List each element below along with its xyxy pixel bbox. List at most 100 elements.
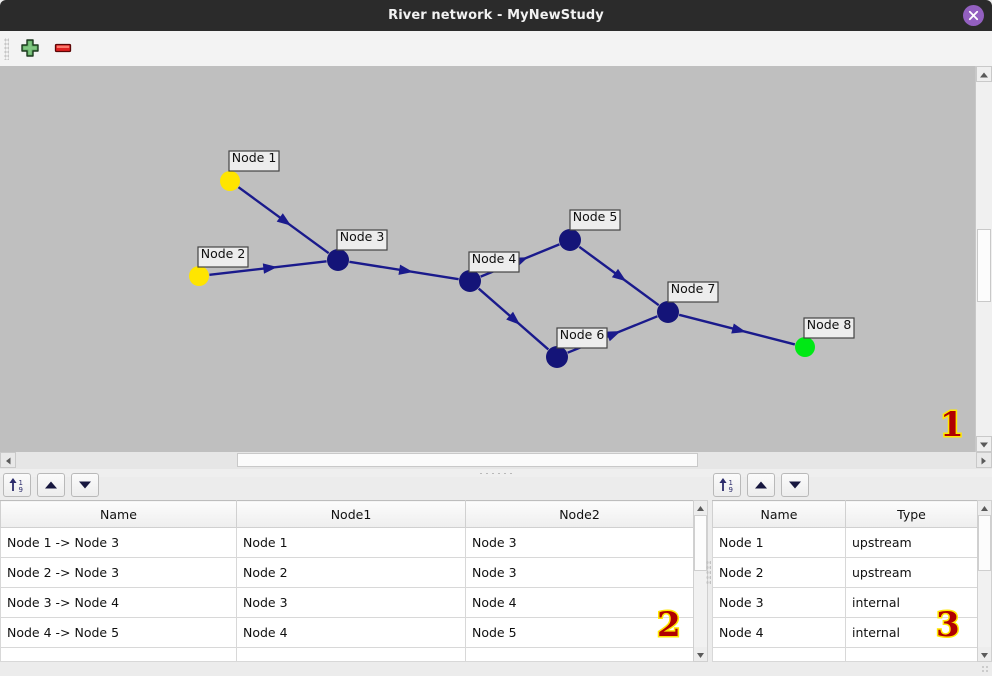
reaches-move-up-button[interactable] bbox=[37, 473, 65, 497]
reaches-sort-button[interactable]: 1 9 bbox=[3, 473, 31, 497]
graph-node-node-1[interactable] bbox=[220, 171, 240, 191]
canvas-horizontal-scrollbar[interactable] bbox=[0, 452, 992, 470]
reaches-scroll-down-icon[interactable] bbox=[694, 647, 707, 661]
column-header-node1[interactable]: Node1 bbox=[236, 500, 466, 528]
table-cell[interactable]: Node 4 bbox=[465, 587, 694, 618]
graph-node-label[interactable]: Node 4 bbox=[468, 251, 520, 273]
column-header-type[interactable]: Type bbox=[845, 500, 978, 528]
table-cell[interactable] bbox=[845, 647, 978, 662]
edge-arrowhead bbox=[398, 264, 414, 275]
graph-node-node-3[interactable] bbox=[327, 249, 349, 271]
svg-text:Node 6: Node 6 bbox=[560, 327, 605, 342]
scroll-left-icon[interactable] bbox=[0, 452, 16, 468]
table-row-partial[interactable] bbox=[0, 647, 694, 662]
table-cell[interactable] bbox=[0, 647, 237, 662]
panes-drag-handle[interactable] bbox=[706, 560, 711, 586]
nodes-scroll-down-icon[interactable] bbox=[978, 647, 991, 661]
reaches-toolbar: 1 9 bbox=[0, 470, 710, 500]
svg-text:Node 1: Node 1 bbox=[232, 150, 277, 165]
table-cell[interactable]: Node 2 bbox=[712, 557, 846, 588]
graph-node-label[interactable]: Node 8 bbox=[803, 317, 855, 339]
graph-node-node-7[interactable] bbox=[657, 301, 679, 323]
edge-arrowhead bbox=[731, 323, 747, 334]
table-cell[interactable]: Node 5 bbox=[465, 617, 694, 648]
window-footer bbox=[0, 662, 992, 676]
graph-node-label[interactable]: Node 3 bbox=[336, 229, 388, 251]
table-cell[interactable]: upstream bbox=[845, 557, 978, 588]
nodes-move-up-button[interactable] bbox=[747, 473, 775, 497]
column-header-name[interactable]: Name bbox=[712, 500, 846, 528]
table-cell[interactable]: Node 1 bbox=[236, 527, 466, 558]
table-cell[interactable] bbox=[712, 647, 846, 662]
toolbar-drag-handle[interactable] bbox=[4, 38, 9, 60]
table-cell[interactable] bbox=[465, 647, 694, 662]
scroll-up-icon[interactable] bbox=[976, 66, 992, 82]
graph-node-node-5[interactable] bbox=[559, 229, 581, 251]
table-cell[interactable]: Node 3 bbox=[465, 527, 694, 558]
table-cell[interactable]: Node 3 bbox=[236, 587, 466, 618]
graph-node-label[interactable]: Node 7 bbox=[667, 281, 719, 303]
table-cell[interactable]: Node 4 bbox=[236, 617, 466, 648]
table-cell[interactable]: Node 3 -> Node 4 bbox=[0, 587, 237, 618]
reaches-scroll-up-icon[interactable] bbox=[694, 501, 707, 515]
reaches-move-down-button[interactable] bbox=[71, 473, 99, 497]
table-cell[interactable]: internal bbox=[845, 587, 978, 618]
table-cell[interactable]: Node 4 -> Node 5 bbox=[0, 617, 237, 648]
graph-node-node-4[interactable] bbox=[459, 270, 481, 292]
scroll-down-icon[interactable] bbox=[976, 436, 992, 452]
nodes-move-down-button[interactable] bbox=[781, 473, 809, 497]
scroll-right-icon[interactable] bbox=[976, 452, 992, 468]
river-network-canvas[interactable]: Node 1 Node 2 Node 3 Node 4 Node 5 Node 6 Node… bbox=[0, 66, 992, 453]
table-cell[interactable] bbox=[236, 647, 466, 662]
close-icon[interactable] bbox=[963, 5, 984, 26]
table-row-partial[interactable] bbox=[712, 647, 978, 662]
graph-node-label[interactable]: Node 5 bbox=[569, 209, 621, 231]
table-cell[interactable]: upstream bbox=[845, 527, 978, 558]
graph-node-label[interactable]: Node 1 bbox=[228, 150, 280, 172]
column-header-name[interactable]: Name bbox=[0, 500, 237, 528]
svg-text:1: 1 bbox=[19, 479, 23, 487]
nodes-table-scrollbar[interactable] bbox=[977, 500, 992, 662]
delete-icon[interactable] bbox=[52, 37, 74, 59]
graph-node-node-2[interactable] bbox=[189, 266, 209, 286]
table-cell[interactable]: Node 1 -> Node 3 bbox=[0, 527, 237, 558]
graph-node-node-8[interactable] bbox=[795, 337, 815, 357]
canvas-hscroll-thumb[interactable] bbox=[237, 453, 698, 467]
canvas-vertical-scrollbar[interactable] bbox=[975, 66, 992, 452]
canvas-vscroll-thumb[interactable] bbox=[977, 229, 991, 302]
add-plus-icon[interactable] bbox=[19, 37, 41, 59]
nodes-scroll-thumb[interactable] bbox=[978, 515, 991, 571]
window-title: River network - MyNewStudy bbox=[388, 8, 604, 23]
graph-node-node-6[interactable] bbox=[546, 346, 568, 368]
table-cell[interactable]: Node 3 bbox=[465, 557, 694, 588]
table-cell[interactable]: Node 3 bbox=[712, 587, 846, 618]
reaches-scroll-thumb[interactable] bbox=[694, 515, 707, 571]
graph-node-label[interactable]: Node 6 bbox=[556, 327, 608, 349]
table-cell[interactable]: Node 1 bbox=[712, 527, 846, 558]
column-header-node2[interactable]: Node2 bbox=[465, 500, 694, 528]
table-cell[interactable]: internal bbox=[845, 617, 978, 648]
svg-text:9: 9 bbox=[19, 486, 23, 494]
nodes-scroll-up-icon[interactable] bbox=[978, 501, 991, 515]
table-cell[interactable]: Node 2 -> Node 3 bbox=[0, 557, 237, 588]
nodes-sort-button[interactable]: 1 9 bbox=[713, 473, 741, 497]
window-resize-grip[interactable] bbox=[981, 665, 990, 674]
table-cell[interactable]: Node 4 bbox=[712, 617, 846, 648]
table-cell[interactable]: Node 2 bbox=[236, 557, 466, 588]
river-network-graph[interactable]: Node 1 Node 2 Node 3 Node 4 Node 5 Node 6 Node… bbox=[0, 66, 976, 452]
graph-node-label[interactable]: Node 2 bbox=[197, 246, 249, 268]
pane-splitter[interactable] bbox=[0, 469, 992, 477]
